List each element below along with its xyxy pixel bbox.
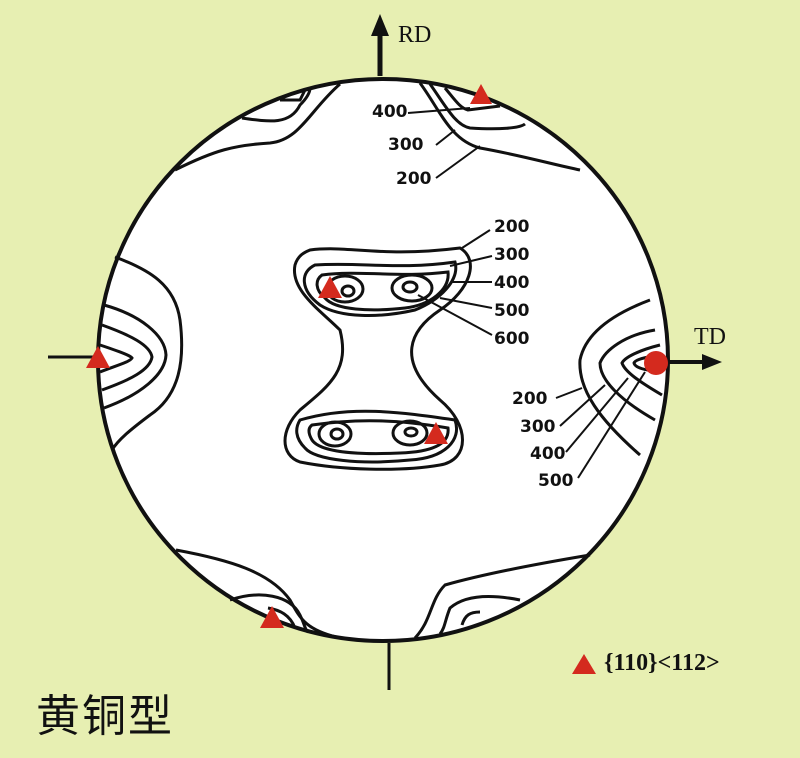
contour-label: 400 xyxy=(372,102,408,122)
legend: {110}<112> xyxy=(572,650,720,677)
triangle-marker-icon xyxy=(318,276,342,298)
contour-label: 400 xyxy=(530,444,566,464)
rd-arrow-icon xyxy=(371,14,389,76)
triangle-marker-icon xyxy=(260,606,284,628)
center-contours xyxy=(283,246,472,471)
contour-label: 600 xyxy=(494,329,530,349)
rd-label: RD xyxy=(398,22,431,48)
circle-marker-icon xyxy=(644,351,668,375)
triangle-marker-icon xyxy=(86,346,110,368)
td-label: TD xyxy=(694,324,726,350)
triangle-legend-icon xyxy=(572,653,596,674)
orientation-markers xyxy=(86,84,668,628)
contour-label: 400 xyxy=(494,273,530,293)
triangle-marker-icon xyxy=(424,422,448,444)
left-contours xyxy=(99,255,184,451)
contour-label: 200 xyxy=(512,389,548,409)
contour-label: 200 xyxy=(396,169,432,189)
contour-label: 300 xyxy=(494,245,530,265)
contour-label: 200 xyxy=(494,217,530,237)
bottom-contours xyxy=(175,548,591,640)
right-leader-lines xyxy=(555,371,646,479)
contour-label: 500 xyxy=(494,301,530,321)
top-leader-lines xyxy=(407,107,481,179)
td-arrow-icon xyxy=(668,354,722,370)
triangle-marker-icon xyxy=(470,84,492,104)
contour-label: 500 xyxy=(538,471,574,491)
center-leader-lines xyxy=(417,229,493,336)
diagram-title: 黄铜型 xyxy=(36,691,174,742)
contour-label: 300 xyxy=(520,417,556,437)
contour-label: 300 xyxy=(388,135,424,155)
legend-label: {110}<112> xyxy=(604,650,720,676)
top-contours xyxy=(174,82,581,172)
